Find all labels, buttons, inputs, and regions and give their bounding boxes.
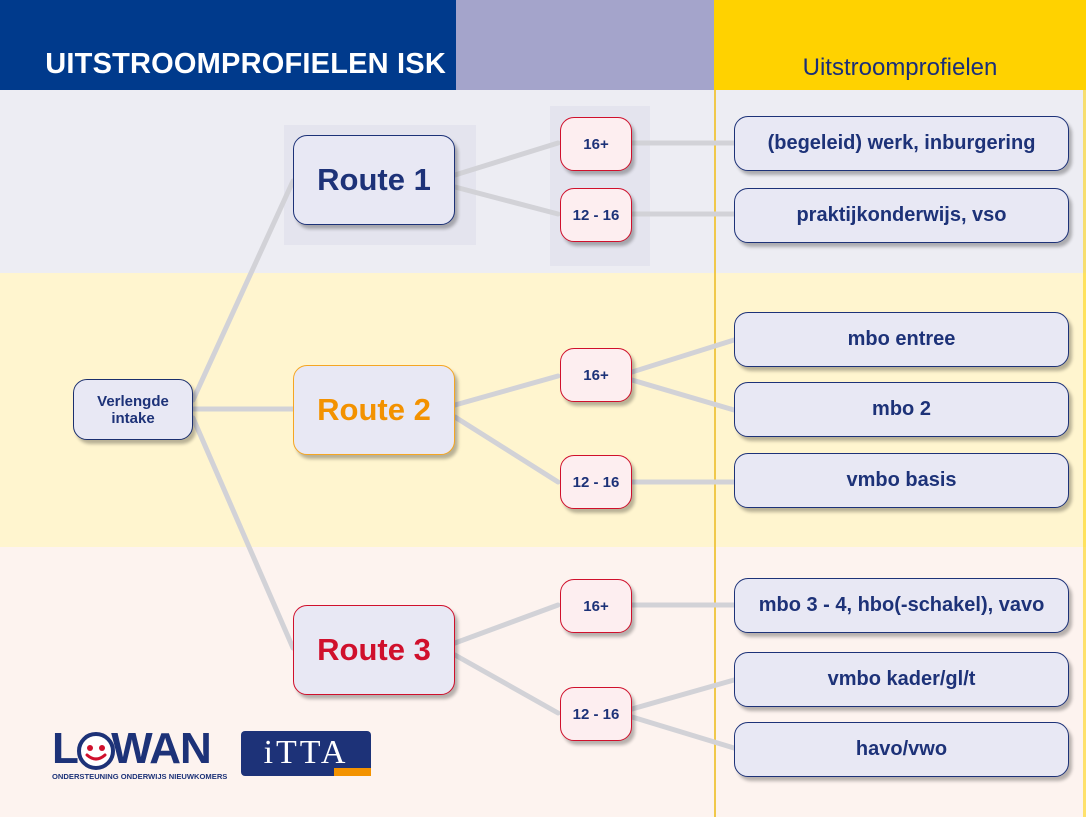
header-column-bar bbox=[714, 0, 1086, 90]
connector-age6-outcome8 bbox=[629, 714, 737, 751]
right-edge-strip bbox=[1083, 90, 1086, 817]
connector-age6-outcome7 bbox=[629, 677, 737, 712]
lowan-tagline: ONDERSTEUNING ONDERWIJS NIEUWKOMERS bbox=[52, 772, 228, 781]
route-2-box: Route 2 bbox=[293, 365, 455, 455]
connector-route2-age3 bbox=[452, 373, 561, 408]
lowan-face-icon bbox=[77, 732, 115, 770]
connector-route3-age5 bbox=[452, 602, 561, 646]
age-box-route3-12-16: 12 - 16 bbox=[560, 687, 632, 741]
outcome-mbo-3-4: mbo 3 - 4, hbo(-schakel), vavo bbox=[734, 578, 1069, 633]
outcome-vmbo-kader: vmbo kader/gl/t bbox=[734, 652, 1069, 707]
itta-logo-text: iTTA bbox=[263, 734, 349, 771]
outcome-begeleid-werk: (begeleid) werk, inburgering bbox=[734, 116, 1069, 171]
route-3-box: Route 3 bbox=[293, 605, 455, 695]
age-box-route2-16plus: 16+ bbox=[560, 348, 632, 402]
column-title: Uitstroomprofielen bbox=[802, 54, 998, 81]
connector-intake-route1 bbox=[190, 178, 296, 403]
connector-intake-route3 bbox=[190, 415, 296, 651]
page-title: UITSTROOMPROFIELEN ISK bbox=[45, 48, 446, 80]
route-1-box: Route 1 bbox=[293, 135, 455, 225]
header-title-bar bbox=[0, 0, 456, 90]
outcome-mbo-entree: mbo entree bbox=[734, 312, 1069, 367]
itta-accent-bar bbox=[334, 768, 371, 776]
outcome-mbo-2: mbo 2 bbox=[734, 382, 1069, 437]
connector-route3-age6 bbox=[452, 652, 561, 716]
intake-box: Verlengde intake bbox=[73, 379, 193, 440]
header-spacer bbox=[456, 0, 714, 90]
age-box-route3-16plus: 16+ bbox=[560, 579, 632, 633]
age-box-route2-12-16: 12 - 16 bbox=[560, 455, 632, 509]
connector-age3-outcome4 bbox=[629, 377, 737, 413]
column-divider bbox=[714, 90, 716, 817]
connector-route2-age4 bbox=[452, 414, 561, 485]
connector-route1-age1 bbox=[452, 140, 561, 178]
outcome-praktijkonderwijs: praktijkonderwijs, vso bbox=[734, 188, 1069, 243]
connector-route1-age2 bbox=[452, 184, 561, 217]
outcome-vmbo-basis: vmbo basis bbox=[734, 453, 1069, 508]
age-box-route1-16plus: 16+ bbox=[560, 117, 632, 171]
connector-age3-outcome3 bbox=[629, 337, 737, 375]
age-box-route1-12-16: 12 - 16 bbox=[560, 188, 632, 242]
intake-label-line2: intake bbox=[111, 409, 155, 427]
intake-label-line1: Verlengde bbox=[97, 392, 169, 410]
outcome-havo-vwo: havo/vwo bbox=[734, 722, 1069, 777]
